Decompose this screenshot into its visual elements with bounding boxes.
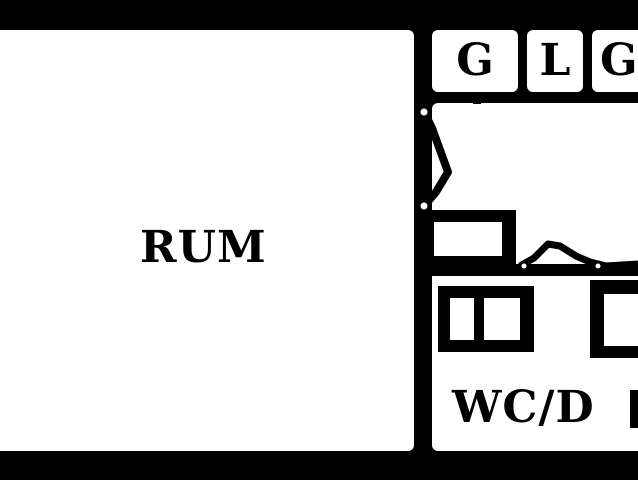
cabinet-inner — [604, 294, 638, 346]
diagonal-wall — [518, 240, 638, 270]
side-room-area[interactable] — [432, 103, 638, 451]
main-room-label: RUM — [140, 222, 267, 273]
top-tile-g-2[interactable]: G — [592, 30, 638, 92]
side-room-label: WC/D — [452, 382, 595, 433]
wall-joint-1-icon — [518, 260, 530, 272]
divider-wall — [414, 30, 432, 451]
top-tile-l-letter: L — [539, 35, 571, 86]
top-tile-l[interactable]: L — [527, 30, 583, 92]
window-pane-left — [450, 298, 474, 340]
window-pane-right — [484, 298, 520, 340]
top-tile-g-1-letter: G — [456, 35, 494, 86]
counter-inner — [434, 222, 502, 256]
top-tile-g-2-letter: G — [600, 35, 638, 86]
tile-connector — [473, 92, 481, 104]
door-hinge-top-icon — [417, 105, 431, 119]
doorway-wall — [420, 110, 452, 209]
main-room-area[interactable] — [0, 30, 414, 451]
top-tile-g-1[interactable]: G — [432, 30, 518, 92]
door-hinge-bottom-icon — [417, 199, 431, 213]
inner-wall — [432, 264, 638, 276]
edge-mark — [630, 390, 638, 428]
wall-joint-2-icon — [592, 260, 604, 272]
